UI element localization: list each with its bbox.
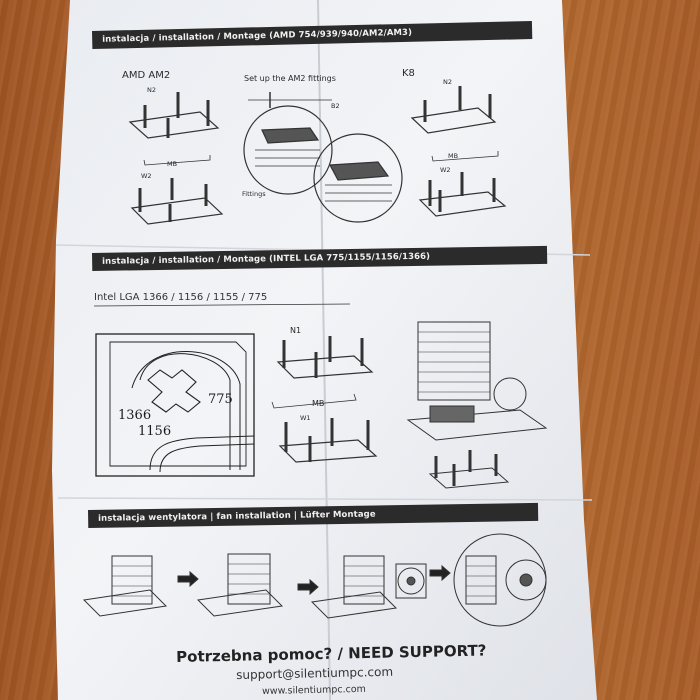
- intel-subtitle: Intel LGA 1366 / 1156 / 1155 / 775: [94, 292, 268, 303]
- socket-1156-label: 1156: [138, 424, 172, 439]
- n1-label: N1: [290, 326, 302, 335]
- amd-am2-label: AMD AM2: [122, 70, 171, 81]
- b2-label: B2: [331, 102, 340, 110]
- n2-left-label: N2: [147, 86, 156, 94]
- mb-left-label: MB: [167, 160, 178, 168]
- fittings-label: Fittings: [242, 190, 266, 198]
- w1-label: W1: [300, 414, 311, 422]
- socket-775-label: 775: [208, 392, 233, 407]
- setup-fittings-label: Set up the AM2 fittings: [244, 74, 336, 83]
- w2-left-label: W2: [141, 172, 152, 180]
- support-website: www.silentiumpc.com: [262, 683, 366, 697]
- socket-1366-label: 1366: [118, 408, 152, 423]
- n2-right-label: N2: [443, 78, 452, 86]
- w2-right-label: W2: [440, 166, 451, 174]
- k8-label: K8: [402, 68, 415, 79]
- mb-right-label: MB: [448, 152, 459, 160]
- mb-intel-label: MB: [312, 399, 325, 408]
